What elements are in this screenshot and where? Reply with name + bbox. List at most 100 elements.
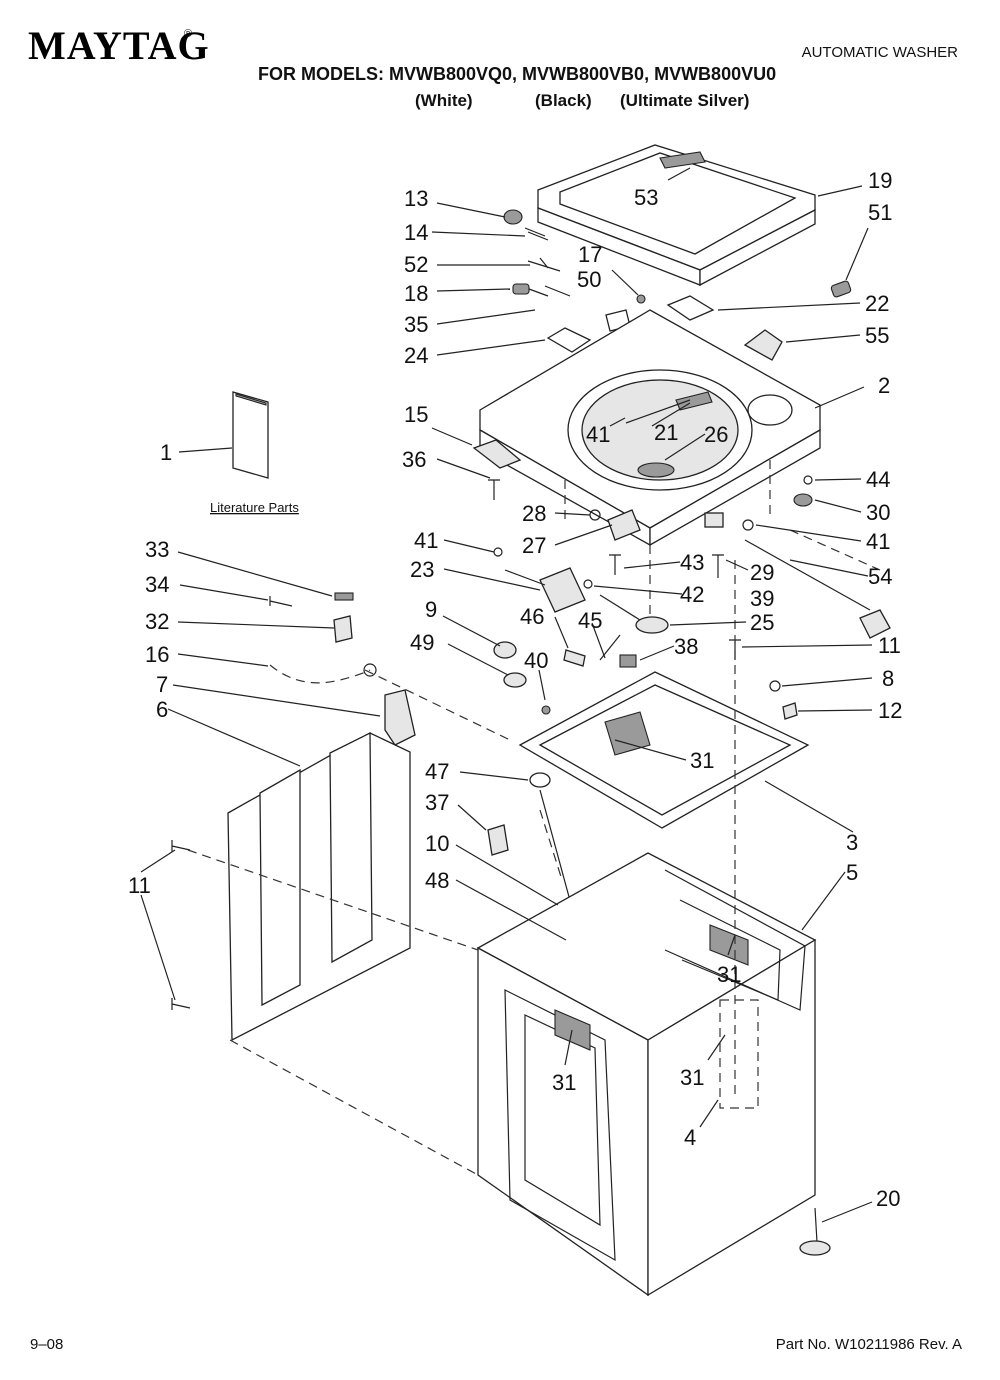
hinge-22-part: [666, 295, 715, 321]
part-26-lower: [635, 616, 669, 634]
screw-11-upper-part: [171, 840, 191, 852]
callout-24: 24: [404, 343, 428, 368]
wire-16-part: [269, 664, 371, 684]
part-12: [782, 702, 798, 720]
screw-11-lower-part: [171, 998, 191, 1010]
callout-46: 46: [520, 604, 544, 629]
callout-27: 27: [522, 533, 546, 558]
callout-16: 16: [145, 642, 169, 667]
leader-lines: [140, 167, 873, 1223]
callout-30: 30: [866, 500, 890, 525]
rod-23-part: [504, 569, 546, 586]
screw-43-part: [609, 554, 621, 575]
callout-12: 12: [878, 698, 902, 723]
callout-9: 9: [425, 597, 437, 622]
callout-50: 50: [577, 267, 601, 292]
callout-48: 48: [425, 868, 449, 893]
callout-29: 29: [750, 560, 774, 585]
part-42: [583, 579, 593, 589]
callout-52: 52: [404, 252, 428, 277]
hose-45-part: [599, 634, 621, 661]
callout-53: 53: [634, 185, 658, 210]
callout-11b: 11: [128, 873, 151, 898]
screw-34-part: [269, 596, 293, 607]
label-4-outline: [719, 999, 759, 1109]
washer-41-part: [742, 519, 754, 531]
leveling-foot-part: [799, 1207, 831, 1256]
hinge-hardware-parts: [503, 209, 571, 297]
callout-28: 28: [522, 501, 546, 526]
hinge-24-part: [546, 327, 592, 353]
revision-date: 9–08: [30, 1336, 64, 1353]
callout-42: 42: [680, 582, 704, 607]
callout-31b: 31: [717, 962, 741, 987]
callout-8: 8: [882, 666, 894, 691]
callout-23: 23: [410, 557, 434, 582]
callout-13: 13: [404, 186, 428, 211]
callout-6: 6: [156, 697, 168, 722]
grommet-47-part: [529, 772, 551, 788]
callout-43: 43: [680, 550, 704, 575]
callout-41b: 41: [414, 528, 438, 553]
callout-32: 32: [145, 609, 169, 634]
callout-20: 20: [876, 1186, 900, 1211]
part-46: [563, 649, 586, 667]
callout-54: 54: [868, 564, 892, 589]
part-29: [704, 512, 724, 528]
callout-18: 18: [404, 281, 428, 306]
dispenser-cap-part: [743, 329, 783, 361]
callout-19: 19: [868, 168, 892, 193]
screw-17-part: [636, 294, 646, 304]
callouts: 53 19 51 13 14 17 50 52 18 22 35 24 55 2…: [128, 168, 902, 1211]
callout-44: 44: [866, 467, 890, 492]
switch-27-part: [607, 509, 641, 541]
callout-55: 55: [865, 323, 889, 348]
callout-31a: 31: [690, 748, 714, 773]
callout-3: 3: [846, 830, 858, 855]
callout-31d: 31: [552, 1070, 576, 1095]
screw-36-part: [488, 479, 500, 500]
part-49: [503, 672, 527, 688]
bracket-23-part: [539, 567, 586, 613]
callout-37: 37: [425, 790, 449, 815]
callout-34: 34: [145, 572, 169, 597]
part-37: [487, 824, 509, 856]
cabinet-part: [476, 852, 817, 1297]
literature-parts-label: Literature Parts: [210, 500, 299, 515]
brand-logo: MAYTAG: [28, 23, 210, 68]
callout-31c: 31: [680, 1065, 704, 1090]
callout-26: 26: [704, 422, 728, 447]
top-panel-part: [479, 309, 821, 547]
rod-42-part: [599, 594, 641, 621]
callout-1: 1: [160, 440, 172, 465]
callout-11a: 11: [878, 633, 901, 658]
color-white: (White): [415, 91, 473, 110]
part-38: [619, 654, 637, 668]
callout-10: 10: [425, 831, 449, 856]
lid-bumper-part: [830, 280, 852, 298]
callout-47: 47: [425, 759, 449, 784]
callout-7: 7: [156, 672, 168, 697]
callout-25: 25: [750, 610, 774, 635]
callout-49: 49: [410, 630, 434, 655]
callout-35: 35: [404, 312, 428, 337]
document-type: AUTOMATIC WASHER: [801, 44, 958, 61]
callout-14: 14: [404, 220, 428, 245]
part-30: [793, 493, 813, 507]
part-40: [541, 705, 551, 715]
color-ultimate-silver: (Ultimate Silver): [620, 91, 750, 110]
base-frame-part: [518, 671, 810, 829]
part-33: [334, 592, 354, 601]
washer-41b-part: [493, 547, 503, 557]
registered-mark: ®: [184, 28, 193, 40]
callout-41a: 41: [586, 422, 610, 447]
callout-45: 45: [578, 608, 602, 633]
callout-4: 4: [684, 1125, 696, 1150]
callout-39: 39: [750, 586, 774, 611]
color-black: (Black): [535, 91, 592, 110]
callout-33: 33: [145, 537, 169, 562]
part-8: [769, 680, 781, 692]
callout-15: 15: [404, 402, 428, 427]
bracket-15-part: [472, 439, 522, 469]
callout-22: 22: [865, 291, 889, 316]
